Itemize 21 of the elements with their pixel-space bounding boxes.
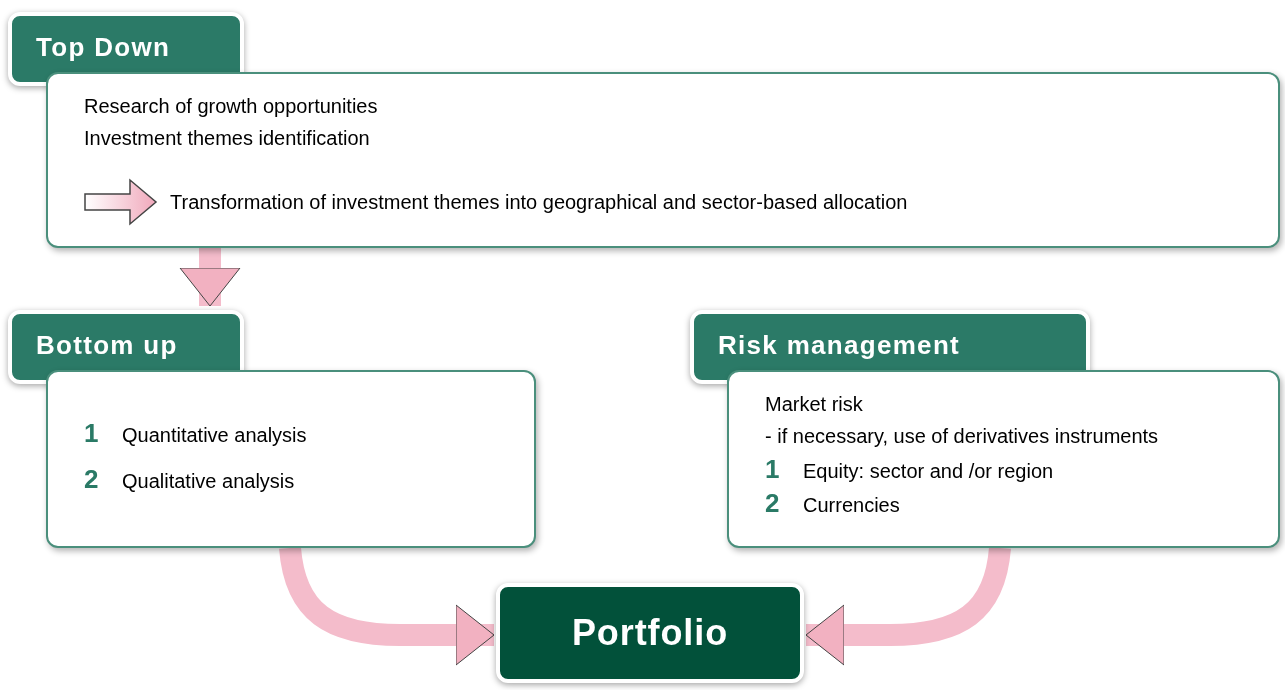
step-number: 1 bbox=[765, 456, 781, 482]
content-line: Investment themes identification bbox=[84, 126, 371, 151]
portfolio-label: Portfolio bbox=[571, 611, 729, 655]
step-text: Quantitative analysis bbox=[122, 423, 307, 448]
section-heading: Top Down bbox=[36, 31, 172, 64]
step-text: Currencies bbox=[803, 493, 900, 518]
content-box bbox=[46, 370, 536, 548]
content-box bbox=[46, 72, 1280, 248]
block-arrow bbox=[179, 248, 241, 307]
section-heading: Risk management bbox=[718, 329, 962, 362]
step-text: Qualitative analysis bbox=[122, 469, 295, 494]
content-line: Market risk bbox=[765, 392, 864, 417]
content-line: Transformation of investment themes into geographical and sector-based allocation bbox=[170, 190, 908, 215]
content-line: - if necessary, use of derivatives instruments bbox=[765, 424, 1160, 449]
content-box bbox=[727, 370, 1280, 548]
step-number: 2 bbox=[84, 466, 100, 492]
step-text: Equity: sector and /or region bbox=[803, 459, 1054, 484]
content-line: Research of growth opportunities bbox=[84, 94, 379, 119]
section-heading: Bottom up bbox=[36, 329, 179, 362]
step-number: 2 bbox=[765, 490, 781, 516]
step-number: 1 bbox=[84, 420, 100, 446]
